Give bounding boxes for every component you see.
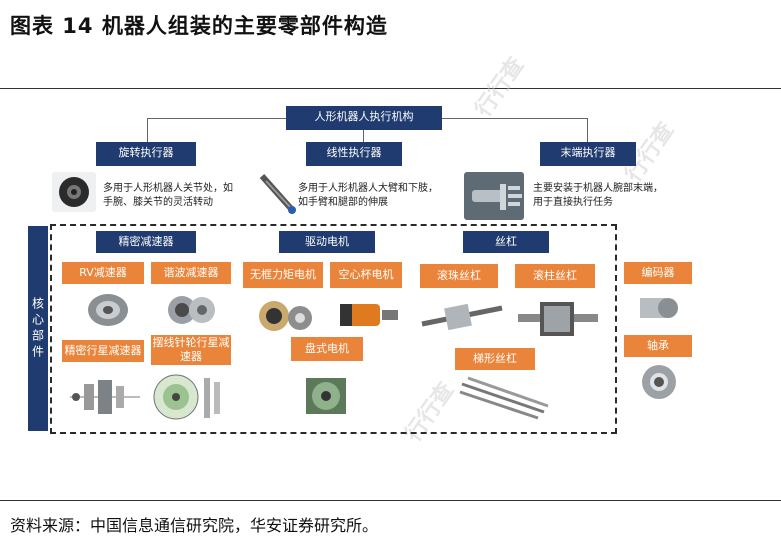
linear-actuator-image <box>256 170 300 218</box>
harmonic-reducer-image <box>168 296 215 324</box>
source-note: 资料来源：中国信息通信研究院，华安证券研究所。 <box>10 516 379 535</box>
core-components-frame <box>50 224 617 434</box>
root-node: 人形机器人执行机构 <box>286 106 442 130</box>
ball-screw-image <box>421 303 503 331</box>
bearing-image <box>642 365 676 399</box>
encoder-label: 编码器 <box>624 262 692 284</box>
desc-line: 多用于人形机器人关节处，如 <box>103 183 233 194</box>
linear-actuator-desc: 多用于人形机器人大臂和下肢， 如手臂和腿部的伸展 <box>298 182 438 210</box>
motor-group-header: 驱动电机 <box>279 231 375 253</box>
frameless-torque-motor-image <box>259 301 312 331</box>
harmonic-reducer-label: 谐波减速器 <box>151 262 231 284</box>
rotary-actuator-node: 旋转执行器 <box>96 142 196 166</box>
coreless-motor-image <box>340 304 398 326</box>
desc-line: 如手臂和腿部的伸展 <box>298 197 388 208</box>
bearing-label: 轴承 <box>624 335 692 357</box>
frameless-torque-motor-label: 无框力矩电机 <box>243 262 323 288</box>
rv-reducer-image <box>88 294 128 326</box>
top-rule <box>0 88 781 89</box>
roller-screw-image <box>518 302 598 336</box>
end-effector-image <box>464 172 524 220</box>
connector <box>363 130 364 142</box>
figure-title: 图表 14 机器人组装的主要零部件构造 <box>10 14 388 38</box>
connector <box>442 118 587 119</box>
pancake-motor-label: 盘式电机 <box>291 337 363 361</box>
bottom-rule <box>0 500 781 501</box>
core-components-label: 核心部件 <box>28 226 48 431</box>
connector <box>587 118 588 142</box>
ball-screw-label: 滚珠丝杠 <box>420 264 498 288</box>
linear-actuator-node: 线性执行器 <box>306 142 402 166</box>
planetary-reducer-image <box>70 380 140 414</box>
desc-line: 多用于人形机器人大臂和下肢， <box>298 183 438 194</box>
connector <box>147 118 286 119</box>
planetary-reducer-label: 精密行星减速器 <box>62 340 144 362</box>
cycloid-reducer-image <box>153 374 220 420</box>
cycloid-reducer-label: 摆线针轮行星减速器 <box>151 335 231 365</box>
reducer-group-header: 精密减速器 <box>96 231 196 253</box>
watermark: 行行查 <box>470 53 530 122</box>
encoder-image <box>640 298 678 318</box>
end-effector-node: 末端执行器 <box>540 142 636 166</box>
screw-group-header: 丝杠 <box>463 231 549 253</box>
roller-screw-label: 滚柱丝杠 <box>515 264 595 288</box>
coreless-motor-label: 空心杯电机 <box>330 262 402 288</box>
trapezoidal-screw-image <box>459 376 549 420</box>
rotary-actuator-image <box>52 172 96 212</box>
desc-line: 主要安装于机器人腕部末端， <box>533 183 663 194</box>
pancake-motor-image <box>306 378 346 414</box>
desc-line: 用于直接执行任务 <box>533 197 613 208</box>
trapezoidal-screw-label: 梯形丝杠 <box>455 348 535 370</box>
rotary-actuator-desc: 多用于人形机器人关节处，如 手腕、膝关节的灵活转动 <box>103 182 233 210</box>
end-effector-desc: 主要安装于机器人腕部末端， 用于直接执行任务 <box>533 182 663 210</box>
desc-line: 手腕、膝关节的灵活转动 <box>103 197 213 208</box>
connector <box>147 118 148 142</box>
rv-reducer-label: RV减速器 <box>62 262 144 284</box>
